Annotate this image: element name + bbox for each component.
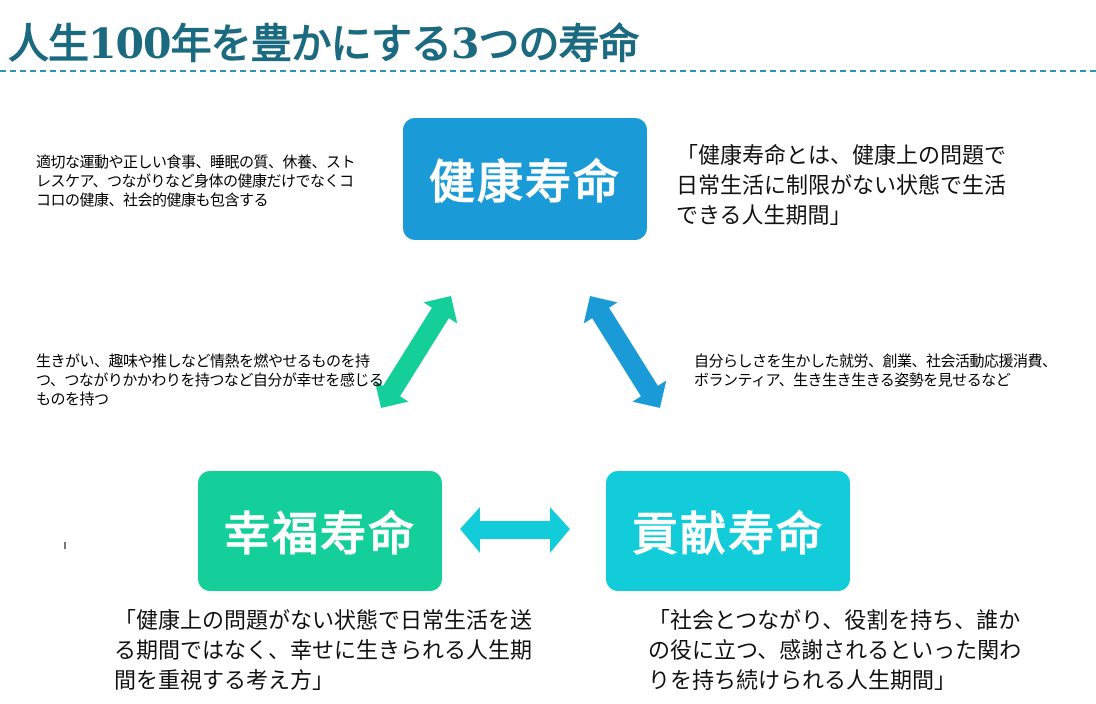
happiness-definition-quote: 「健康上の問題がない状態で日常生活を送る期間ではなく、幸せに生きられる人生期間を… xyxy=(114,609,533,694)
happiness-lifespan-box: 幸福寿命 xyxy=(198,471,442,591)
contribution-description: 自分らしさを生かした就労、創業、社会活動応援消費、ボランティア、生き生き生きる姿… xyxy=(694,352,1057,389)
happiness-contribution-arrow xyxy=(460,507,570,553)
double-arrow-icon xyxy=(460,507,570,553)
health-definition-quote: 「健康寿命とは、健康上の問題で日常生活に制限がない状態で生活できる人生期間」 xyxy=(676,144,1007,229)
contribution-lifespan-label: 貢献寿命 xyxy=(632,507,824,561)
contribution-lifespan-box: 貢献寿命 xyxy=(606,471,850,591)
title-divider xyxy=(0,70,1096,72)
happiness-description: 生きがい、趣味や推しなど情熱を燃やせるものを持つ、つながりかかわりを持つなど自分… xyxy=(36,352,384,408)
health-lifespan-box: 健康寿命 xyxy=(403,118,647,240)
happiness-lifespan-label: 幸福寿命 xyxy=(224,507,416,561)
stray-mark xyxy=(64,542,66,549)
contribution-definition-quote: 「社会とつながり、役割を持ち、誰かの役に立つ、感謝されるといった関わりを持ち続け… xyxy=(648,609,1022,694)
health-contribution-arrow xyxy=(583,296,667,408)
page-title: 人生100年を豊かにする3つの寿命 xyxy=(8,20,640,68)
health-happiness-arrow xyxy=(374,296,458,408)
double-arrow-icon xyxy=(583,296,667,408)
double-arrow-icon xyxy=(374,296,458,408)
health-description: 適切な運動や正しい食事、睡眠の質、休養、ストレスケア、つながりなど身体の健康だけ… xyxy=(36,153,356,209)
health-lifespan-label: 健康寿命 xyxy=(429,155,621,209)
